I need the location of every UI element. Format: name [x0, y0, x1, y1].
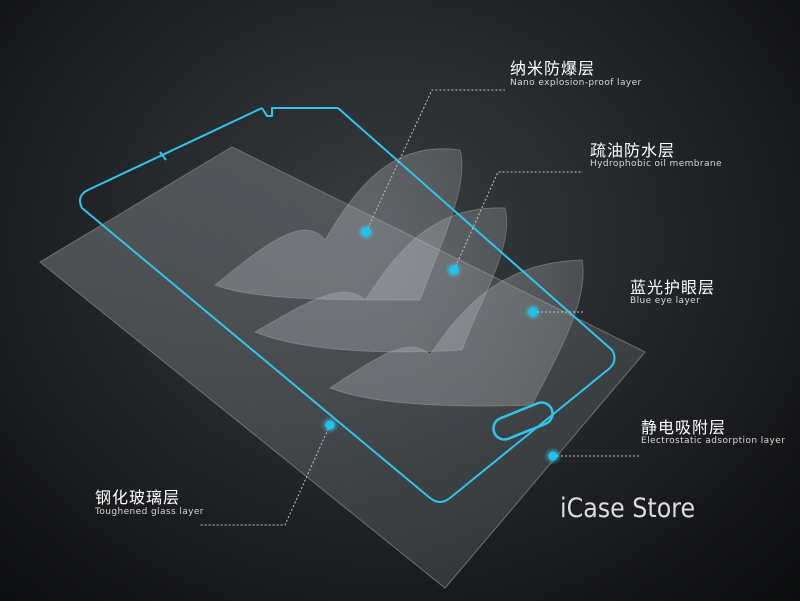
label-electrostatic-zh: 静电吸附层	[641, 418, 727, 437]
label-nano-en: Nano explosion-proof layer	[510, 78, 642, 88]
leader-line-nano	[365, 89, 505, 233]
label-hydrophobic-en: Hydrophobic oil membrane	[590, 159, 722, 169]
label-toughened-en: Toughened glass layer	[95, 507, 204, 517]
glass-outline	[79, 107, 616, 503]
store-watermark: iCase Store	[560, 493, 696, 524]
glass-outline-top-edge	[261, 107, 338, 117]
label-blue-eye-zh: 蓝光护眼层	[630, 278, 716, 297]
label-nano-zh: 纳米防爆层	[510, 59, 596, 78]
label-blue-eye-en: Blue eye layer	[630, 296, 701, 306]
leader-line-toughened	[200, 424, 331, 526]
film-curl-3	[328, 259, 584, 407]
glass-notch-cut	[159, 151, 167, 161]
leader-line-hydrophobic	[453, 171, 583, 271]
glass-sheet	[39, 146, 646, 589]
label-electrostatic-en: Electrostatic adsorption layer	[641, 436, 786, 446]
label-toughened-zh: 钢化玻璃层	[95, 488, 181, 507]
marker-dots	[321, 223, 562, 465]
home-button-outline	[492, 401, 554, 441]
film-curl-2	[253, 207, 508, 353]
label-hydrophobic-zh: 疏油防水层	[590, 141, 676, 160]
